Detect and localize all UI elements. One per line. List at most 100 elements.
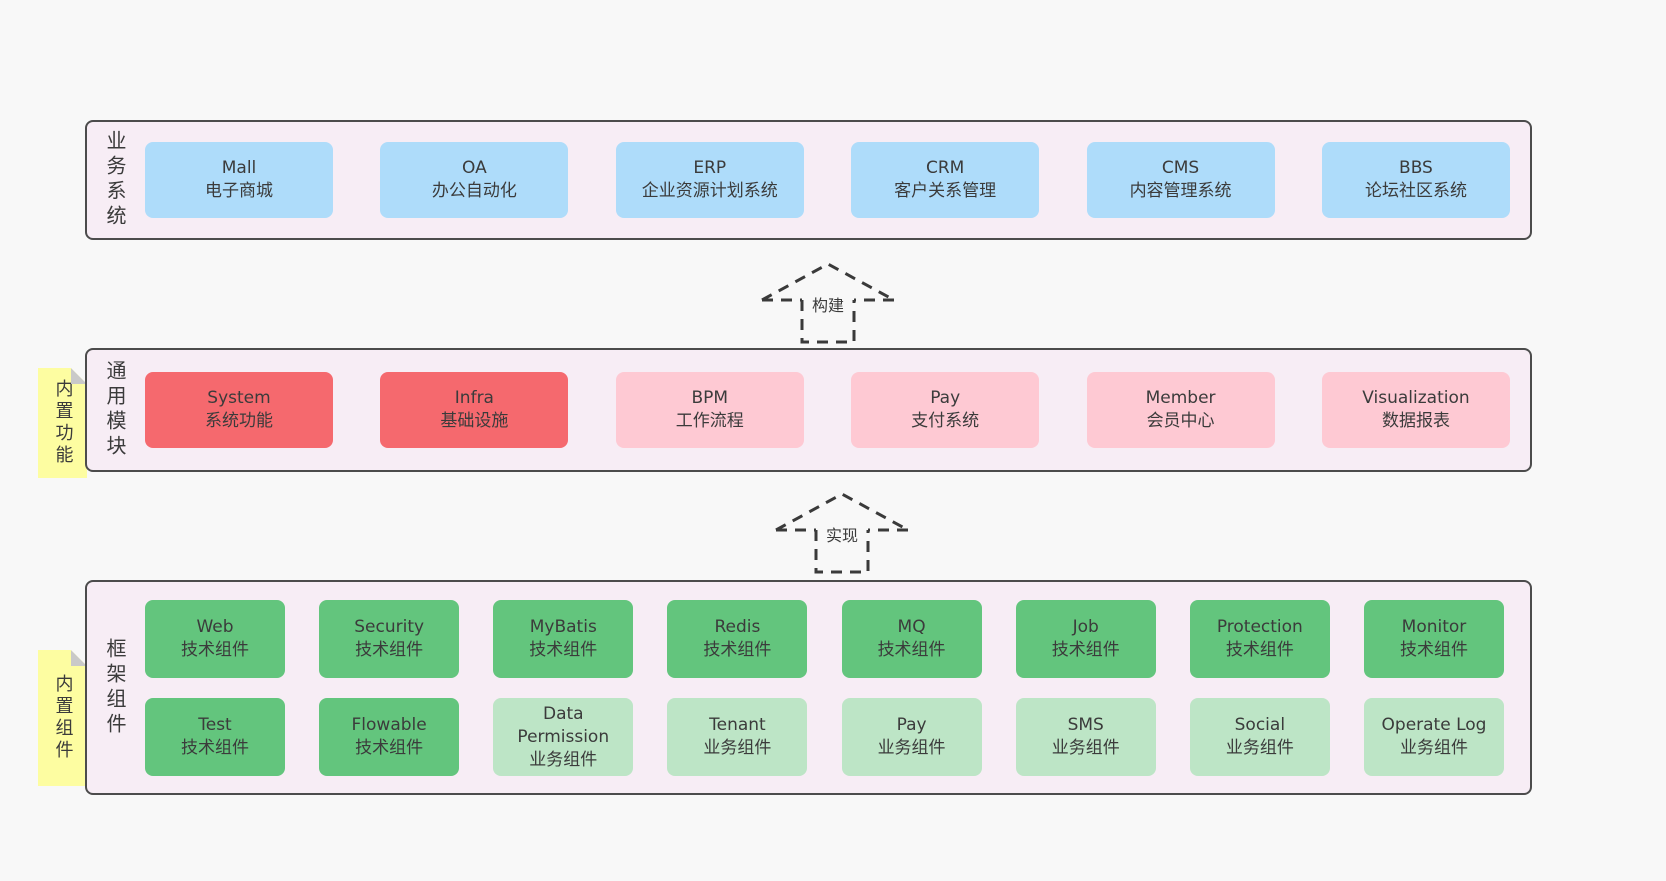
box-monitor: Monitor 技术组件 [1363,600,1504,678]
box-bpm: BPM 工作流程 [615,372,804,448]
box-title: Web [196,617,234,637]
band-label-framework-components: 框架组件 [103,637,127,738]
box-subtitle: 技术组件 [877,640,946,660]
box-title: ERP [693,158,727,178]
box-subtitle: 数据报表 [1381,411,1450,431]
box-erp: ERP 企业资源计划系统 [615,142,804,218]
box-subtitle: 系统功能 [205,411,273,431]
box-mall: Mall 电子商城 [145,142,333,218]
box-bbs: BBS 论坛社区系统 [1321,142,1510,218]
box-tenant: Tenant 业务组件 [667,698,808,776]
framework-components-row-1: Web 技术组件 Security 技术组件 MyBatis 技术组件 Redi… [145,600,1504,678]
box-subtitle: 办公自动化 [431,181,517,201]
box-subtitle: 会员中心 [1146,411,1215,431]
common-modules-boxes: System 系统功能 Infra 基础设施 BPM 工作流程 Pay 支付系统… [145,350,1510,470]
box-subtitle: 技术组件 [1225,640,1294,660]
box-test: Test 技术组件 [145,698,285,776]
box-title: Member [1145,388,1216,408]
sticky-label: 内置功能 [52,379,74,467]
box-system: System 系统功能 [145,372,333,448]
box-subtitle: 业务组件 [703,738,772,758]
box-title: Data Permission [517,703,610,747]
box-title: Flowable [351,715,427,735]
box-web: Web 技术组件 [145,600,285,678]
box-subtitle: 客户关系管理 [894,181,997,201]
box-title: OA [462,158,487,178]
box-title: Visualization [1362,388,1470,408]
box-title: MQ [897,617,926,637]
sticky-note-builtin-features: 内置功能 [38,368,87,478]
box-title: CRM [925,158,965,178]
box-title: Infra [454,388,494,408]
box-pay-component: Pay 业务组件 [841,698,982,776]
band-label-common-modules: 通用模块 [103,360,127,460]
implement-arrow: 实现 [772,484,912,576]
box-visualization: Visualization 数据报表 [1321,372,1510,448]
box-social: Social 业务组件 [1189,698,1330,776]
box-subtitle: 技术组件 [181,738,249,758]
box-sms: SMS 业务组件 [1015,698,1156,776]
box-subtitle: 技术组件 [529,640,598,660]
box-pay-system: Pay 支付系统 [851,372,1040,448]
box-job: Job 技术组件 [1015,600,1156,678]
box-subtitle: 技术组件 [355,640,424,660]
box-mybatis: MyBatis 技术组件 [493,600,634,678]
box-title: Job [1072,617,1099,637]
box-subtitle: 业务组件 [877,738,946,758]
box-protection: Protection 技术组件 [1189,600,1330,678]
box-title: Protection [1216,617,1303,637]
box-title: BBS [1399,158,1433,178]
band-framework-components: 框架组件 Web 技术组件 Security 技术组件 MyBatis 技术组件… [85,580,1532,795]
box-title: BPM [691,388,729,408]
box-subtitle: 论坛社区系统 [1364,181,1467,201]
box-subtitle: 技术组件 [1399,640,1468,660]
sticky-label: 内置组件 [52,674,74,762]
box-subtitle: 技术组件 [355,738,424,758]
box-subtitle: 技术组件 [703,640,772,660]
box-title: CMS [1161,158,1200,178]
box-subtitle: 业务组件 [529,749,598,770]
implement-arrow-label: 实现 [823,522,861,546]
box-title: MyBatis [529,617,597,637]
box-title: Test [198,715,232,735]
box-title: SMS [1067,715,1104,735]
box-flowable: Flowable 技术组件 [319,698,460,776]
box-security: Security 技术组件 [319,600,460,678]
box-subtitle: 技术组件 [181,640,249,660]
band-business-systems: 业务系统 Mall 电子商城 OA 办公自动化 ERP 企业资源计划系统 CRM… [85,120,1532,240]
band-label-business-systems: 业务系统 [103,130,127,230]
box-subtitle: 业务组件 [1399,738,1468,758]
dashed-up-arrow-icon [761,262,895,344]
dashed-up-arrow-icon [775,492,909,574]
build-arrow-label: 构建 [809,292,847,316]
framework-components-row-2: Test 技术组件 Flowable 技术组件 Data Permission … [145,698,1504,776]
box-title: Monitor [1401,617,1467,637]
box-redis: Redis 技术组件 [667,600,808,678]
box-oa: OA 办公自动化 [380,142,569,218]
box-title: System [207,388,271,408]
box-subtitle: 内容管理系统 [1129,181,1232,201]
box-member: Member 会员中心 [1086,372,1275,448]
box-subtitle: 业务组件 [1225,738,1294,758]
box-crm: CRM 客户关系管理 [851,142,1040,218]
box-title: Operate Log [1381,715,1487,735]
box-subtitle: 支付系统 [911,411,980,431]
box-operate-log: Operate Log 业务组件 [1363,698,1504,776]
box-title: Social [1234,715,1286,735]
box-title: Pay [896,715,927,735]
box-subtitle: 企业资源计划系统 [641,181,778,201]
box-infra: Infra 基础设施 [380,372,569,448]
box-title: Security [354,617,425,637]
box-subtitle: 业务组件 [1051,738,1120,758]
box-title: Tenant [709,715,766,735]
box-cms: CMS 内容管理系统 [1086,142,1275,218]
box-title: Pay [930,388,961,408]
build-arrow: 构建 [758,254,898,346]
box-title: Mall [221,158,257,178]
business-systems-boxes: Mall 电子商城 OA 办公自动化 ERP 企业资源计划系统 CRM 客户关系… [145,122,1510,238]
box-subtitle: 基础设施 [440,411,509,431]
box-data-permission: Data Permission 业务组件 [493,698,634,776]
box-subtitle: 电子商城 [205,181,273,201]
sticky-note-builtin-components: 内置组件 [38,650,87,786]
